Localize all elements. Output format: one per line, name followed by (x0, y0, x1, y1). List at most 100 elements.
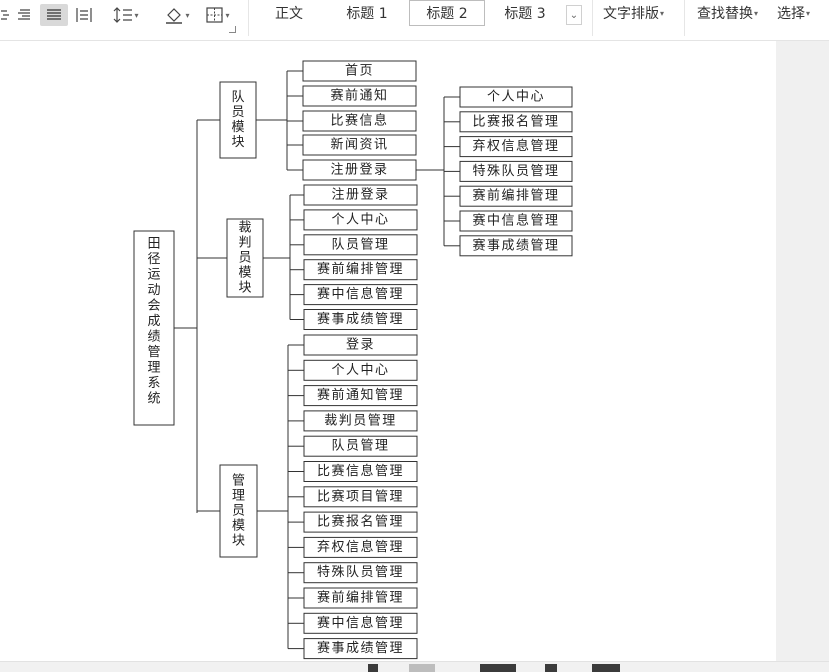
line-spacing-icon[interactable]: ▾ (108, 4, 144, 26)
item-box (303, 359, 418, 381)
module-label: 员 (232, 504, 245, 519)
status-icon (409, 664, 435, 672)
sub-item-box (459, 86, 573, 108)
sub-item-label: 特殊队员管理 (472, 164, 559, 179)
status-icon (545, 664, 557, 672)
sub-item-label: 赛中信息管理 (472, 213, 559, 229)
module-label: 裁 (238, 220, 251, 236)
sub-item-box (459, 160, 573, 182)
sub-item-box (459, 185, 573, 207)
root-label: 管 (147, 345, 160, 360)
item-box (303, 612, 418, 634)
sub-item-label: 个人中心 (487, 90, 545, 105)
item-box (303, 259, 418, 281)
chevron-down-icon: ▾ (754, 8, 759, 18)
sub-item-box (459, 136, 573, 158)
item-label: 注册登录 (330, 163, 388, 178)
document-page[interactable]: 田径运动会成绩管理系统队员模块首页赛前通知比赛信息新闻资讯注册登录裁判员模块注册… (0, 41, 776, 661)
item-box (303, 410, 418, 432)
module-label: 模 (231, 120, 244, 135)
item-box (303, 209, 418, 231)
borders-icon[interactable]: ▾ (200, 4, 236, 26)
style-heading-3[interactable]: 标题 3 (504, 6, 546, 22)
root-label: 运 (147, 268, 160, 283)
module-box (219, 81, 257, 159)
module-structure-diagram: 田径运动会成绩管理系统队员模块首页赛前通知比赛信息新闻资讯注册登录裁判员模块注册… (133, 60, 573, 660)
chevron-down-icon: ⌄ (569, 9, 579, 21)
item-box (302, 134, 417, 156)
item-box (303, 562, 418, 584)
status-bar (0, 661, 829, 672)
item-box (303, 486, 418, 508)
sub-item-box (459, 235, 573, 257)
text-layout-button[interactable]: 文字排版▾ (603, 0, 664, 26)
item-label: 赛前通知管理 (317, 387, 404, 403)
item-box (303, 385, 418, 407)
align-right-icon[interactable] (14, 4, 34, 26)
item-label: 新闻资讯 (330, 137, 388, 153)
item-label: 登录 (346, 338, 375, 353)
item-label: 赛前编排管理 (317, 261, 404, 277)
module-label: 块 (231, 135, 244, 150)
sub-item-label: 比赛报名管理 (472, 113, 559, 129)
find-replace-label: 查找替换 (697, 6, 753, 22)
style-heading-2[interactable]: 标题 2 (409, 0, 485, 26)
item-box (303, 234, 418, 256)
right-margin-area (776, 41, 829, 661)
module-box (219, 464, 258, 558)
sub-item-label: 弃权信息管理 (472, 138, 559, 154)
item-label: 队员管理 (331, 237, 389, 252)
module-label: 判 (238, 236, 251, 251)
sub-item-label: 赛事成绩管理 (472, 237, 559, 253)
status-icon (592, 664, 620, 672)
styles-more-button[interactable]: ⌄ (566, 5, 582, 25)
root-label: 绩 (147, 330, 160, 345)
align-center-icon[interactable] (0, 4, 12, 26)
item-label: 赛事成绩管理 (317, 640, 404, 656)
select-button[interactable]: 选择▾ (777, 0, 810, 26)
justify-icon[interactable] (40, 4, 68, 26)
shading-icon[interactable]: ▾ (160, 4, 194, 26)
module-label: 块 (238, 281, 251, 296)
item-box (302, 60, 417, 82)
item-box (303, 284, 418, 306)
dialog-launcher-icon[interactable] (229, 26, 236, 33)
item-label: 裁判员管理 (324, 412, 397, 428)
sub-item-label: 赛前编排管理 (472, 188, 559, 204)
item-label: 特殊队员管理 (317, 565, 404, 580)
item-box (303, 511, 418, 533)
item-box (303, 536, 418, 558)
module-label: 理 (232, 489, 245, 504)
item-box (302, 85, 417, 107)
item-label: 弃权信息管理 (317, 539, 404, 555)
chevron-down-icon: ▾ (660, 8, 665, 18)
root-label: 田 (147, 237, 160, 252)
style-heading-1[interactable]: 标题 1 (346, 6, 388, 22)
distributed-align-icon[interactable] (72, 4, 96, 26)
item-box (303, 184, 418, 206)
item-label: 赛中信息管理 (317, 286, 404, 302)
text-layout-label: 文字排版 (603, 6, 659, 22)
style-normal[interactable]: 正文 (275, 6, 303, 22)
item-label: 赛中信息管理 (317, 615, 404, 631)
item-label: 比赛报名管理 (317, 514, 404, 530)
item-box (303, 587, 418, 609)
item-label: 赛前通知 (330, 88, 388, 104)
root-label: 系 (147, 376, 160, 391)
toolbar: ▾ ▾ ▾ 正文 标题 1 标题 2 标题 3 ⌄ 文字排版▾ 查找替换▾ 选择… (0, 0, 829, 41)
item-label: 比赛信息管理 (317, 463, 404, 479)
module-label: 块 (232, 534, 245, 549)
item-box (303, 334, 418, 356)
root-label: 径 (147, 252, 160, 267)
item-label: 首页 (345, 64, 374, 79)
root-label: 成 (147, 314, 160, 329)
divider (248, 0, 249, 36)
item-label: 比赛项目管理 (317, 488, 404, 504)
divider (684, 0, 685, 36)
item-box (303, 309, 418, 330)
find-replace-button[interactable]: 查找替换▾ (697, 0, 758, 26)
item-box (303, 461, 418, 482)
status-icon (480, 664, 516, 672)
module-label: 员 (238, 251, 251, 266)
root-box (133, 230, 175, 426)
